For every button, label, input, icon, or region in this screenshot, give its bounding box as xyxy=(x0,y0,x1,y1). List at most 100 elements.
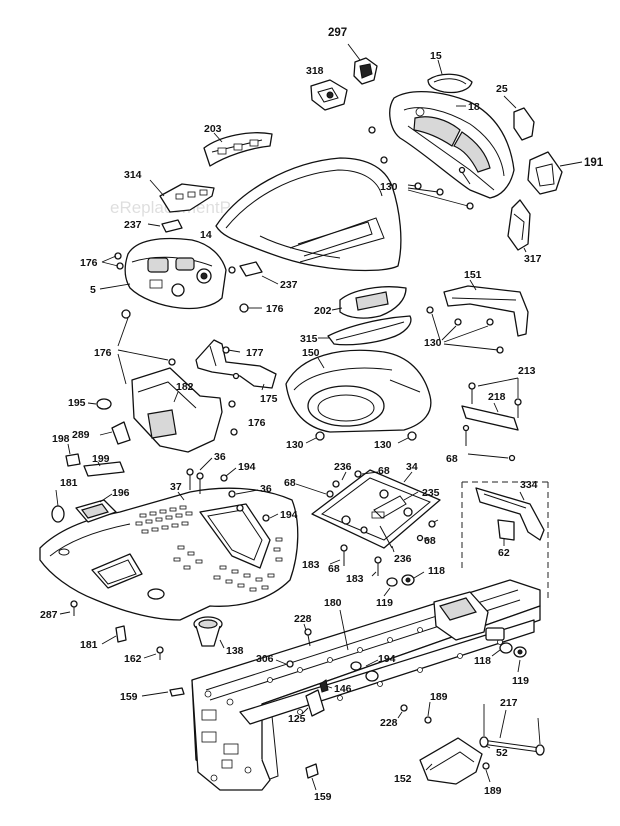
label-130-c: 130 xyxy=(286,439,304,451)
label-228-a: 228 xyxy=(294,613,312,625)
part-182-console xyxy=(131,367,238,453)
part-289-clip xyxy=(99,421,131,445)
part-37-fender xyxy=(39,487,299,621)
label-176-a: 176 xyxy=(80,257,98,269)
label-18: 18 xyxy=(468,101,480,113)
label-182: 182 xyxy=(176,381,194,393)
part-118-119-washers xyxy=(383,571,425,597)
part-181-162 xyxy=(101,625,164,660)
label-138: 138 xyxy=(226,645,244,657)
label-5: 5 xyxy=(90,284,96,296)
part-181-196 xyxy=(51,489,117,523)
label-181-a: 181 xyxy=(60,477,78,489)
label-194-c: 194 xyxy=(378,653,396,665)
label-176-d: 176 xyxy=(248,417,266,429)
part-176-bolts xyxy=(117,303,262,385)
part-306-194-146 xyxy=(275,659,379,693)
part-5-dash-housing xyxy=(99,237,236,310)
label-198: 198 xyxy=(52,433,70,445)
part-18-grille xyxy=(389,90,515,199)
label-130-a: 130 xyxy=(380,181,398,193)
part-150-seat-pan xyxy=(285,349,432,433)
label-217: 217 xyxy=(500,697,518,709)
label-194-b: 194 xyxy=(280,509,298,521)
part-203-panel xyxy=(203,132,273,167)
label-68-a: 68 xyxy=(446,453,458,465)
label-236-a: 236 xyxy=(334,461,352,473)
label-317: 317 xyxy=(524,253,542,265)
part-125-bracket xyxy=(301,689,325,717)
label-119-b: 119 xyxy=(512,675,529,687)
label-37: 37 xyxy=(170,481,182,493)
label-203: 203 xyxy=(204,123,222,135)
part-202-panel xyxy=(331,286,407,319)
part-314-panel xyxy=(149,179,215,213)
label-228-b: 228 xyxy=(380,717,398,729)
label-199: 199 xyxy=(92,453,110,465)
label-318: 318 xyxy=(306,65,324,77)
part-228-bolts xyxy=(303,623,408,719)
label-176-b: 176 xyxy=(266,303,284,315)
label-152: 152 xyxy=(394,773,412,785)
part-287-screw xyxy=(59,600,78,616)
label-194-a: 194 xyxy=(238,461,256,473)
part-237-decal-right xyxy=(239,261,279,285)
label-14: 14 xyxy=(200,229,212,241)
part-25-clip xyxy=(503,95,535,141)
label-191: 191 xyxy=(584,157,604,169)
label-315: 315 xyxy=(300,333,318,345)
label-306: 306 xyxy=(256,653,274,665)
part-218-bracket xyxy=(461,377,522,462)
label-159-b: 159 xyxy=(314,791,332,803)
label-68-b: 68 xyxy=(378,465,390,477)
label-150: 150 xyxy=(302,347,320,359)
part-317-bracket xyxy=(507,199,531,253)
part-198-199 xyxy=(65,443,125,477)
label-236-b: 236 xyxy=(394,553,412,565)
part-159-bolts xyxy=(141,687,319,791)
part-315-trim xyxy=(318,315,412,346)
label-218: 218 xyxy=(488,391,506,403)
part-138-boot xyxy=(193,616,225,649)
part-195-cap xyxy=(87,398,112,410)
part-34-plate xyxy=(295,469,441,577)
label-181-b: 181 xyxy=(80,639,98,651)
label-289: 289 xyxy=(72,429,90,441)
label-287: 287 xyxy=(40,609,58,621)
label-189-a: 189 xyxy=(430,691,448,703)
label-151: 151 xyxy=(464,269,482,281)
label-34: 34 xyxy=(406,461,418,473)
part-177-175-bracket xyxy=(195,339,277,391)
label-189-b: 189 xyxy=(484,785,502,797)
label-118-a: 118 xyxy=(428,565,445,577)
label-162: 162 xyxy=(124,653,142,665)
part-15-lens xyxy=(427,59,473,94)
label-68-e: 68 xyxy=(328,563,340,575)
label-125: 125 xyxy=(288,713,306,725)
label-334: 334 xyxy=(520,479,538,491)
label-130-d: 130 xyxy=(374,439,392,451)
part-130-bolts-seat xyxy=(305,431,417,444)
label-36-b: 36 xyxy=(260,483,272,495)
part-191-bracket xyxy=(527,151,583,195)
label-314: 314 xyxy=(124,169,142,181)
part-180-frame xyxy=(191,579,541,791)
label-118-b: 118 xyxy=(474,655,491,667)
label-68-c: 68 xyxy=(284,477,296,489)
part-36-194-bolts xyxy=(186,457,279,522)
label-183-b: 183 xyxy=(346,573,364,585)
label-175: 175 xyxy=(260,393,278,405)
label-213: 213 xyxy=(518,365,536,377)
part-130-bolts-top xyxy=(368,126,474,210)
label-237-b: 237 xyxy=(280,279,298,291)
label-119-a: 119 xyxy=(376,597,393,609)
part-237-decal-left xyxy=(147,219,183,233)
label-130-b: 130 xyxy=(424,337,442,349)
label-15: 15 xyxy=(430,50,442,62)
label-177: 177 xyxy=(246,347,264,359)
part-118-119-rear xyxy=(491,642,527,673)
part-334-bracket-group xyxy=(461,481,549,600)
label-235: 235 xyxy=(422,487,440,499)
part-297-bracket xyxy=(347,43,378,85)
